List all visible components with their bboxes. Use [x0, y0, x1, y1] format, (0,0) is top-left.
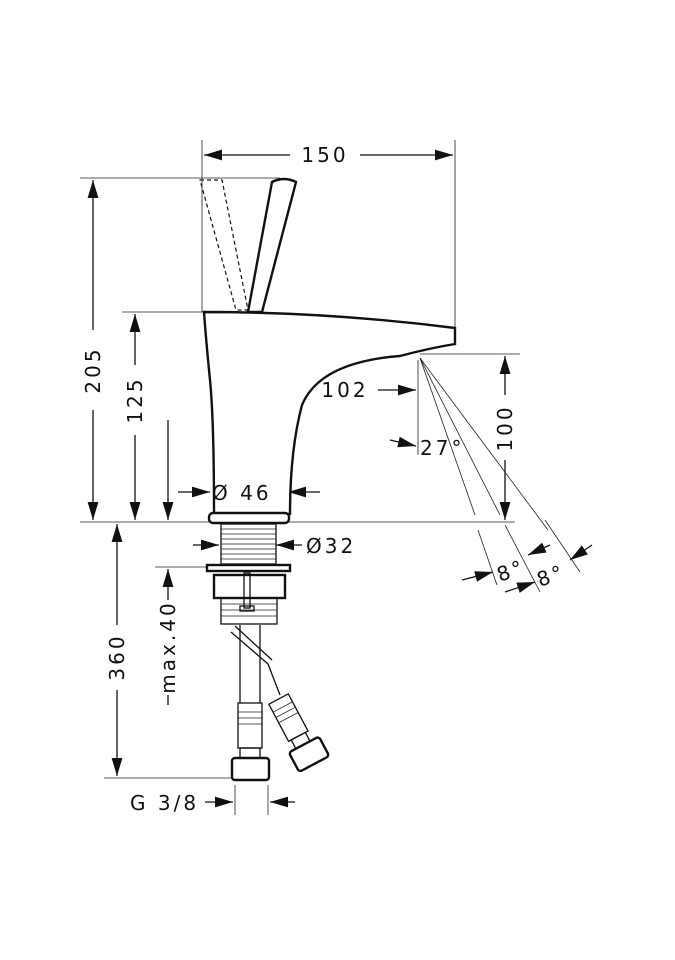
label-base-diameter: Ø 46 [212, 481, 272, 505]
threaded-shank [220, 523, 277, 565]
label-height-spout: 125 [123, 376, 147, 423]
label-max-deck-thickness: max.40 [156, 600, 180, 693]
supply-hoses [230, 625, 330, 782]
washer [205, 563, 292, 573]
mounting-nut [212, 572, 287, 625]
label-shank-diameter: Ø32 [306, 534, 356, 558]
lever-handle [246, 177, 298, 314]
label-height-overall: 205 [81, 346, 105, 393]
label-spout-clearance: 100 [493, 404, 517, 451]
dimension-lines [87, 149, 593, 808]
label-hose-length: 360 [105, 633, 129, 680]
faucet-body [199, 177, 457, 782]
label-reach: 102 [321, 378, 368, 402]
extension-lines [80, 140, 520, 815]
label-width-overall: 150 [301, 143, 348, 167]
spout [202, 310, 457, 516]
label-tilt-angle-1: 8° [494, 554, 529, 586]
label-tilt-angle-2: 8° [534, 559, 569, 591]
label-connection: G 3/8 [130, 791, 199, 815]
label-spray-angle: 27° [420, 436, 464, 460]
lever-open-position [199, 179, 249, 311]
spray-angle-lines [419, 357, 581, 593]
base-ring [207, 511, 291, 525]
dimension-labels: 150 205 125 102 100 27° Ø 46 Ø32 max.40 … [81, 143, 569, 815]
